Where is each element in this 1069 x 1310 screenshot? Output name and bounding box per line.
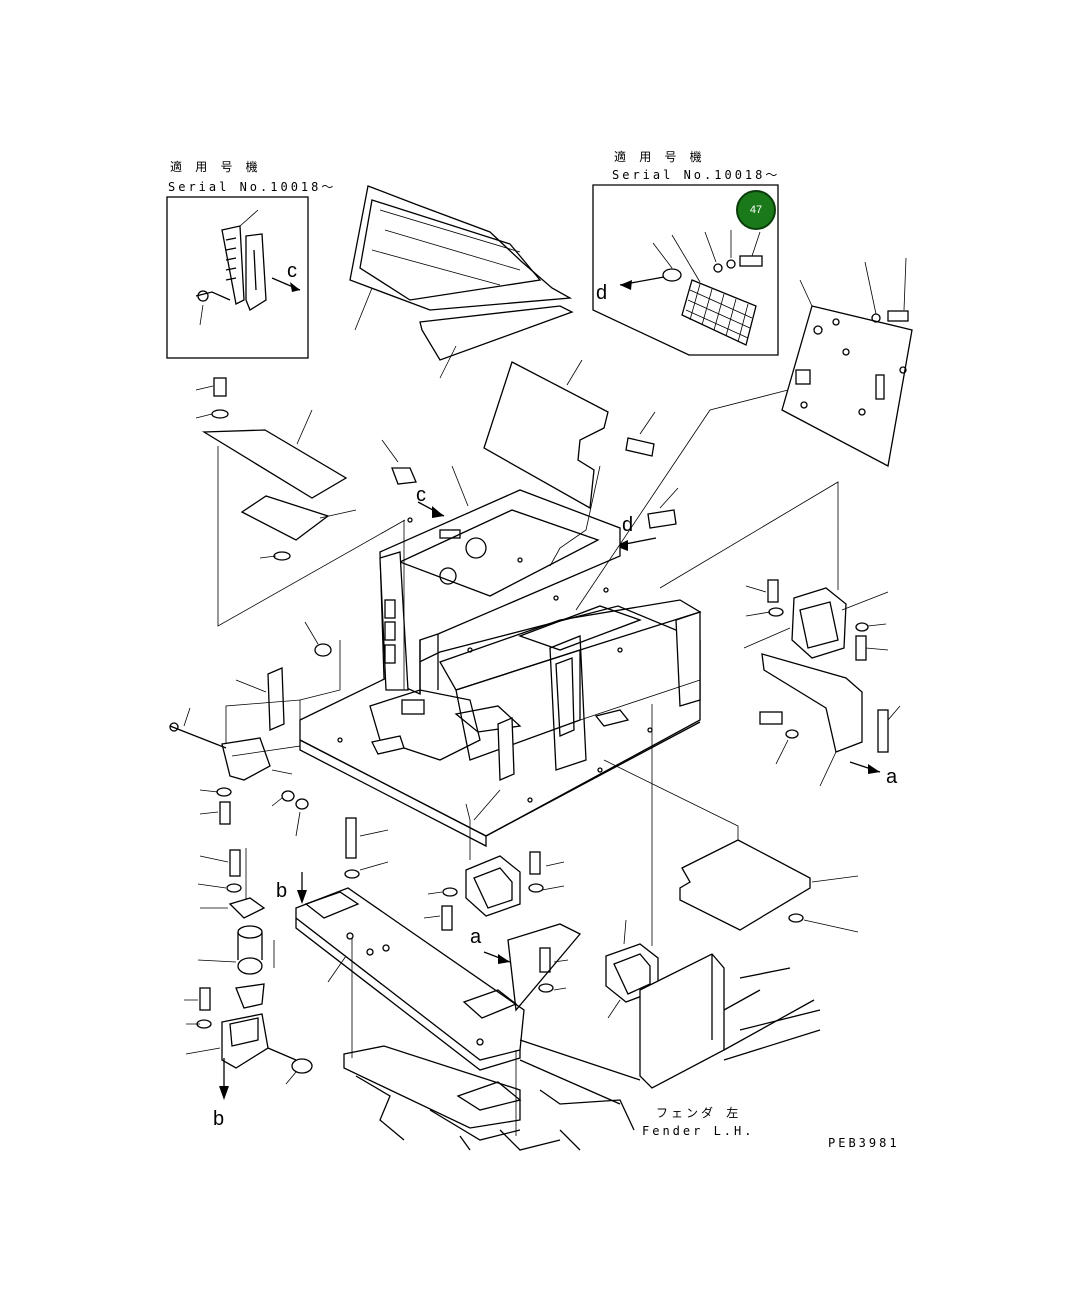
arrow-d-main [614,537,657,551]
drawing-code: PEB3981 [828,1136,900,1150]
side-plate-right [781,257,913,467]
storage-net [619,230,763,346]
left-mount [169,699,309,837]
lower-left-mount [184,848,313,1100]
fender-chassis [343,953,821,1151]
seat-panel [483,359,609,510]
upper-left-cover [195,377,406,627]
rear-cover-frame [349,185,573,331]
serial-label-right-en: Serial No.10018～ [612,168,781,182]
inset-box-left [166,196,309,359]
cab-floor-frame [235,389,839,946]
arrow-a-center [483,951,511,964]
floor-mat-right [679,839,859,933]
serial-label-right-jp: 適 用 号 機 [614,150,705,164]
floor-mat-top [419,305,574,379]
arrow-letter-b-bottom: b [213,1108,225,1130]
arrow-letter-c-main: c [416,484,426,506]
cross-member [295,872,525,1136]
serial-label-left-jp: 適 用 号 機 [170,160,261,174]
inset-box-right [592,184,779,356]
arrow-letter-d-main: d [622,514,634,536]
arrow-letter-a-center: a [470,926,482,948]
arrow-letter-c-inset: c [287,260,297,282]
callout-badge-47[interactable]: 47 [736,190,776,230]
fender-label-jp: フェンダ 左 [656,1106,742,1120]
serial-label-left-en: Serial No.10018～ [168,180,337,194]
right-mount [743,579,901,787]
arrow-letter-b-top: b [276,880,288,902]
bracket-center-right [507,923,582,1012]
fender-label-en: Fender L.H. [642,1124,755,1138]
arrow-letter-d-inset: d [596,282,608,304]
center-mount [344,803,565,931]
arrow-c-inset [271,277,301,292]
arrow-c-main [417,501,445,518]
arrow-letter-a-right: a [886,766,898,788]
latch-assembly [195,209,267,326]
